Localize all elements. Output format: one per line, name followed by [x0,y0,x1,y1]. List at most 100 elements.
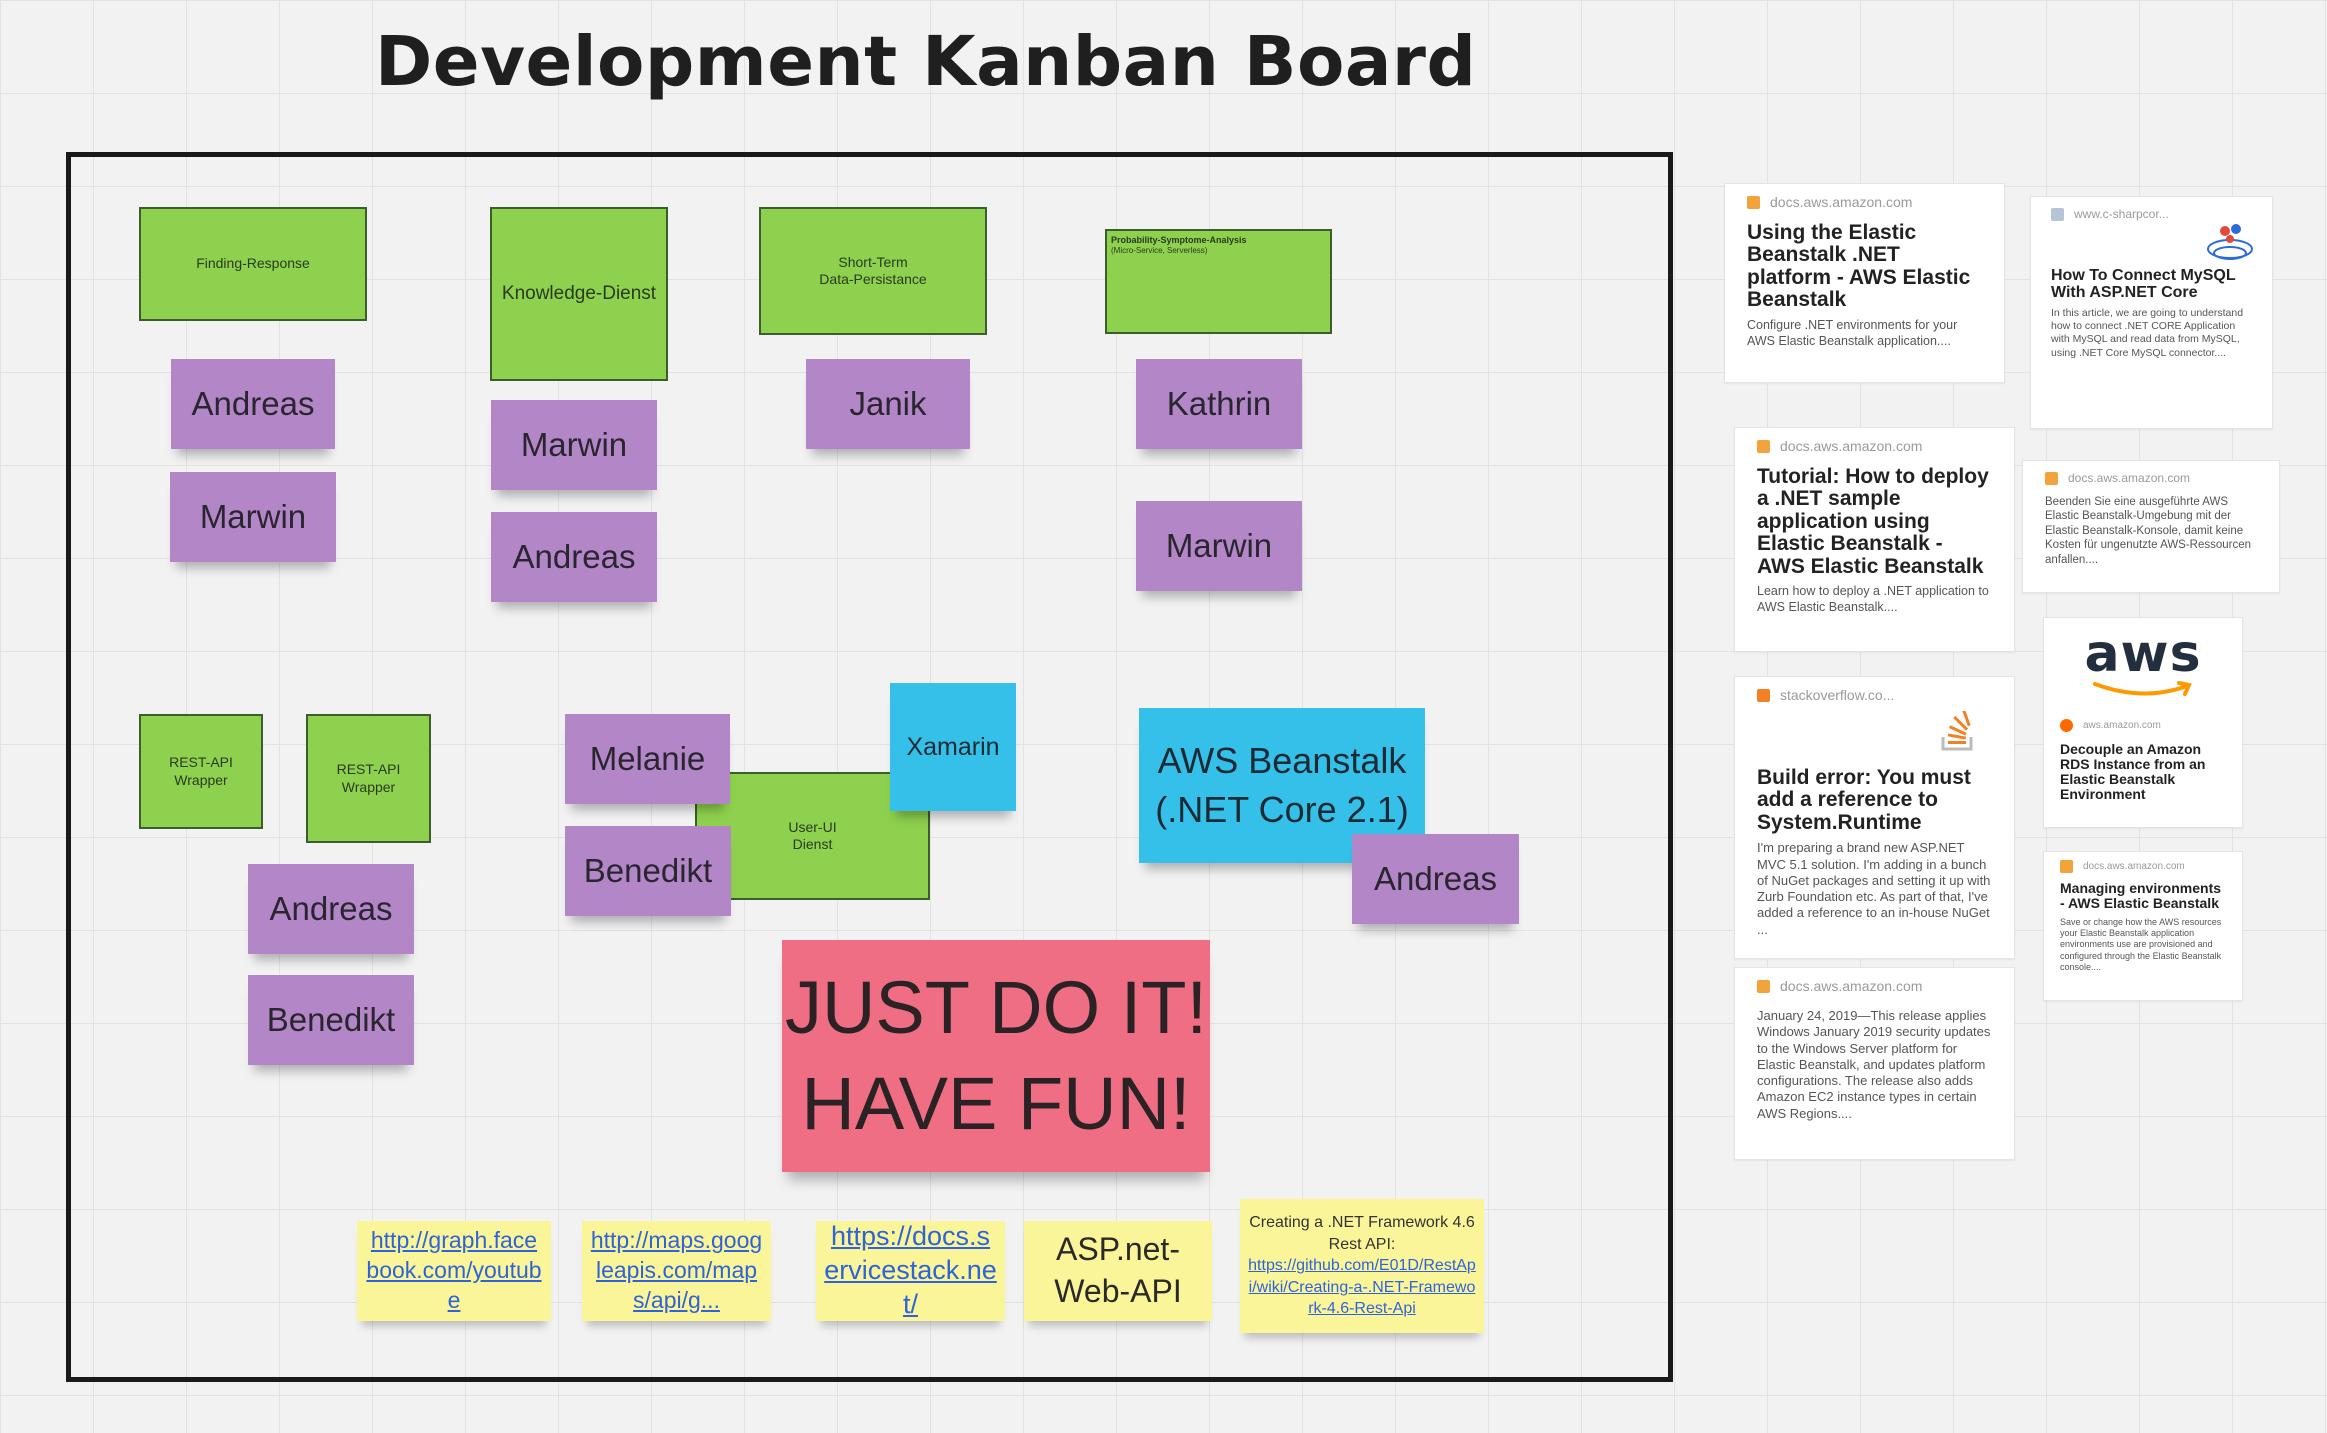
note-short-term-data[interactable]: Short-Term Data-Persistance [759,207,987,335]
link-card[interactable]: docs.aws.amazon.com Tutorial: How to dep… [1734,427,2015,652]
card-source-text: docs.aws.amazon.com [1780,438,1923,454]
board-frame[interactable] [66,152,1673,1382]
note-link-google-maps[interactable]: http://maps.googleapis.com/maps/api/g... [582,1221,771,1321]
card-source-text: aws.amazon.com [2083,720,2161,731]
note-aspnet-web-api[interactable]: ASP.net-Web-API [1024,1221,1212,1321]
aws-docs-icon [1757,439,1770,453]
aws-icon [2060,719,2073,732]
card-title: Tutorial: How to deploy a .NET sample ap… [1757,465,1989,578]
note-text-line2: Dienst [792,836,833,852]
assignee-note-janik[interactable]: Janik [806,359,970,449]
aws-docs-icon [1757,979,1770,993]
card-source-text: stackoverflow.co... [1780,687,1895,703]
note-aws-beanstalk[interactable]: AWS Beanstalk (.NET Core 2.1) [1139,708,1425,863]
card-source-text: docs.aws.amazon.com [1770,194,1913,210]
note-probability-analysis[interactable]: Probability-Symptome-Analysis (Micro-Ser… [1105,229,1332,334]
note-text: Finding-Response [196,255,310,272]
note-link-graph-facebook[interactable]: http://graph.facebook.com/youtube [357,1221,551,1321]
assignee-name: Benedikt [266,1001,396,1038]
note-text: ASP.net-Web-API [1054,1231,1182,1309]
note-text-line2: Wrapper [174,771,228,788]
card-title: How To Connect MySQL With ASP.NET Core [2051,267,2236,302]
note-xamarin[interactable]: Xamarin [890,683,1016,811]
card-source: docs.aws.amazon.com [2045,471,2257,485]
card-source: aws.amazon.com [2060,719,2226,732]
assignee-note-kathrin[interactable]: Kathrin [1136,359,1302,449]
card-source-text: docs.aws.amazon.com [2068,471,2191,485]
assignee-note-marwin[interactable]: Marwin [1136,501,1302,591]
c-sharpcorner-icon [2051,207,2064,221]
card-source-text: docs.aws.amazon.com [1780,978,1923,994]
note-motivation[interactable]: JUST DO IT! HAVE FUN! [782,940,1210,1172]
aws-docs-icon [1747,195,1760,209]
note-text: Creating a .NET Framework 4.6 Rest API: [1249,1214,1475,1253]
link-card[interactable]: docs.aws.amazon.com Beenden Sie eine aus… [2022,460,2280,593]
link-google-maps[interactable]: http://maps.googleapis.com/maps/api/g... [590,1227,763,1313]
assignee-name: Andreas [512,538,636,575]
note-text-line1: JUST DO IT! [784,965,1208,1049]
link-card[interactable]: docs.aws.amazon.com January 24, 2019—Thi… [1734,967,2015,1160]
note-text-line1: REST-API [336,761,401,777]
card-description: Beenden Sie eine ausgeführte AWS Elastic… [2045,496,2252,566]
link-graph-facebook[interactable]: http://graph.facebook.com/youtube [366,1227,542,1313]
note-finding-response[interactable]: Finding-Response [139,207,367,321]
card-description: Configure .NET environments for your AWS… [1747,317,1958,348]
assignee-name: Andreas [1374,860,1497,897]
assignee-note-benedikt[interactable]: Benedikt [565,826,731,916]
assignee-note-andreas[interactable]: Andreas [491,512,657,602]
assignee-note-andreas[interactable]: Andreas [248,864,414,954]
card-source: docs.aws.amazon.com [1747,194,1982,210]
assignee-note-marwin[interactable]: Marwin [491,400,657,490]
stackoverflow-logo-icon [1941,711,1973,751]
assignee-name: Janik [849,385,927,422]
note-rest-api-wrapper-2[interactable]: REST-API Wrapper [306,714,431,843]
aws-docs-icon [2060,860,2073,873]
assignee-note-andreas[interactable]: Andreas [1352,834,1519,924]
card-source: docs.aws.amazon.com [2060,860,2226,873]
assignee-note-benedikt[interactable]: Benedikt [248,975,414,1065]
note-link-servicestack[interactable]: https://docs.servicestack.net/ [816,1221,1005,1321]
note-text-line2: HAVE FUN! [801,1062,1191,1145]
card-source: www.c-sharpcor... [2051,207,2252,221]
aws-logo: aws [2060,628,2226,705]
note-text-line1: AWS Beanstalk [1157,739,1407,781]
aws-smile-icon [2093,681,2192,696]
note-rest-api-wrapper-1[interactable]: REST-API Wrapper [139,714,263,829]
card-title: Build error: You must add a reference to… [1757,766,1971,834]
note-knowledge-dienst[interactable]: Knowledge-Dienst [490,207,668,381]
link-card[interactable]: www.c-sharpcor... How To Connect MySQL W… [2030,196,2273,429]
link-card[interactable]: docs.aws.amazon.com Managing environment… [2043,851,2243,1001]
note-text-line2: Data-Persistance [819,271,927,287]
assignee-note-melanie[interactable]: Melanie [565,714,730,804]
link-servicestack[interactable]: https://docs.servicestack.net/ [824,1221,997,1319]
card-title: Decouple an Amazon RDS Instance from an … [2060,741,2206,802]
link-card[interactable]: aws aws.amazon.com Decouple an Amazon RD… [2043,617,2243,828]
link-github-rest-api[interactable]: https://github.com/E01D/RestApi/wiki/Cre… [1248,1257,1476,1318]
assignee-name: Andreas [269,890,393,927]
card-description: In this article, we are going to underst… [2051,307,2244,359]
note-text-line1: REST-API [169,754,233,770]
note-text-line2: Wrapper [341,778,396,795]
note-text-line1: Short-Term [838,253,908,270]
link-card[interactable]: docs.aws.amazon.com Using the Elastic Be… [1724,183,2005,383]
card-source: stackoverflow.co... [1757,687,1992,703]
card-description: I'm preparing a brand new ASP.NET MVC 5.… [1757,840,1991,937]
assignee-name: Benedikt [583,852,713,889]
assignee-note-marwin[interactable]: Marwin [170,472,336,562]
card-source-text: www.c-sharpcor... [2074,207,2169,221]
assignee-note-andreas[interactable]: Andreas [171,359,335,449]
link-card[interactable]: stackoverflow.co... Build error: You mus… [1734,676,2015,959]
assignee-name: Marwin [199,498,307,535]
note-dotnet-rest-api[interactable]: Creating a .NET Framework 4.6 Rest API: … [1240,1199,1484,1333]
assignee-name: Marwin [520,426,628,463]
assignee-name: Kathrin [1166,385,1272,422]
card-title: Managing environments - AWS Elastic Bean… [2060,880,2222,911]
note-text: Knowledge-Dienst [501,283,657,305]
note-title: Probability-Symptome-Analysis [1111,235,1247,245]
assignee-name: Marwin [1165,527,1273,564]
card-description: January 24, 2019—This release applies Wi… [1757,1008,1991,1121]
card-description: Learn how to deploy a .NET application t… [1757,584,1989,614]
note-subtitle: (Micro-Service, Serverless) [1111,246,1208,256]
note-text-line2: (.NET Core 2.1) [1155,788,1409,830]
aws-logo-text: aws [2084,624,2202,684]
